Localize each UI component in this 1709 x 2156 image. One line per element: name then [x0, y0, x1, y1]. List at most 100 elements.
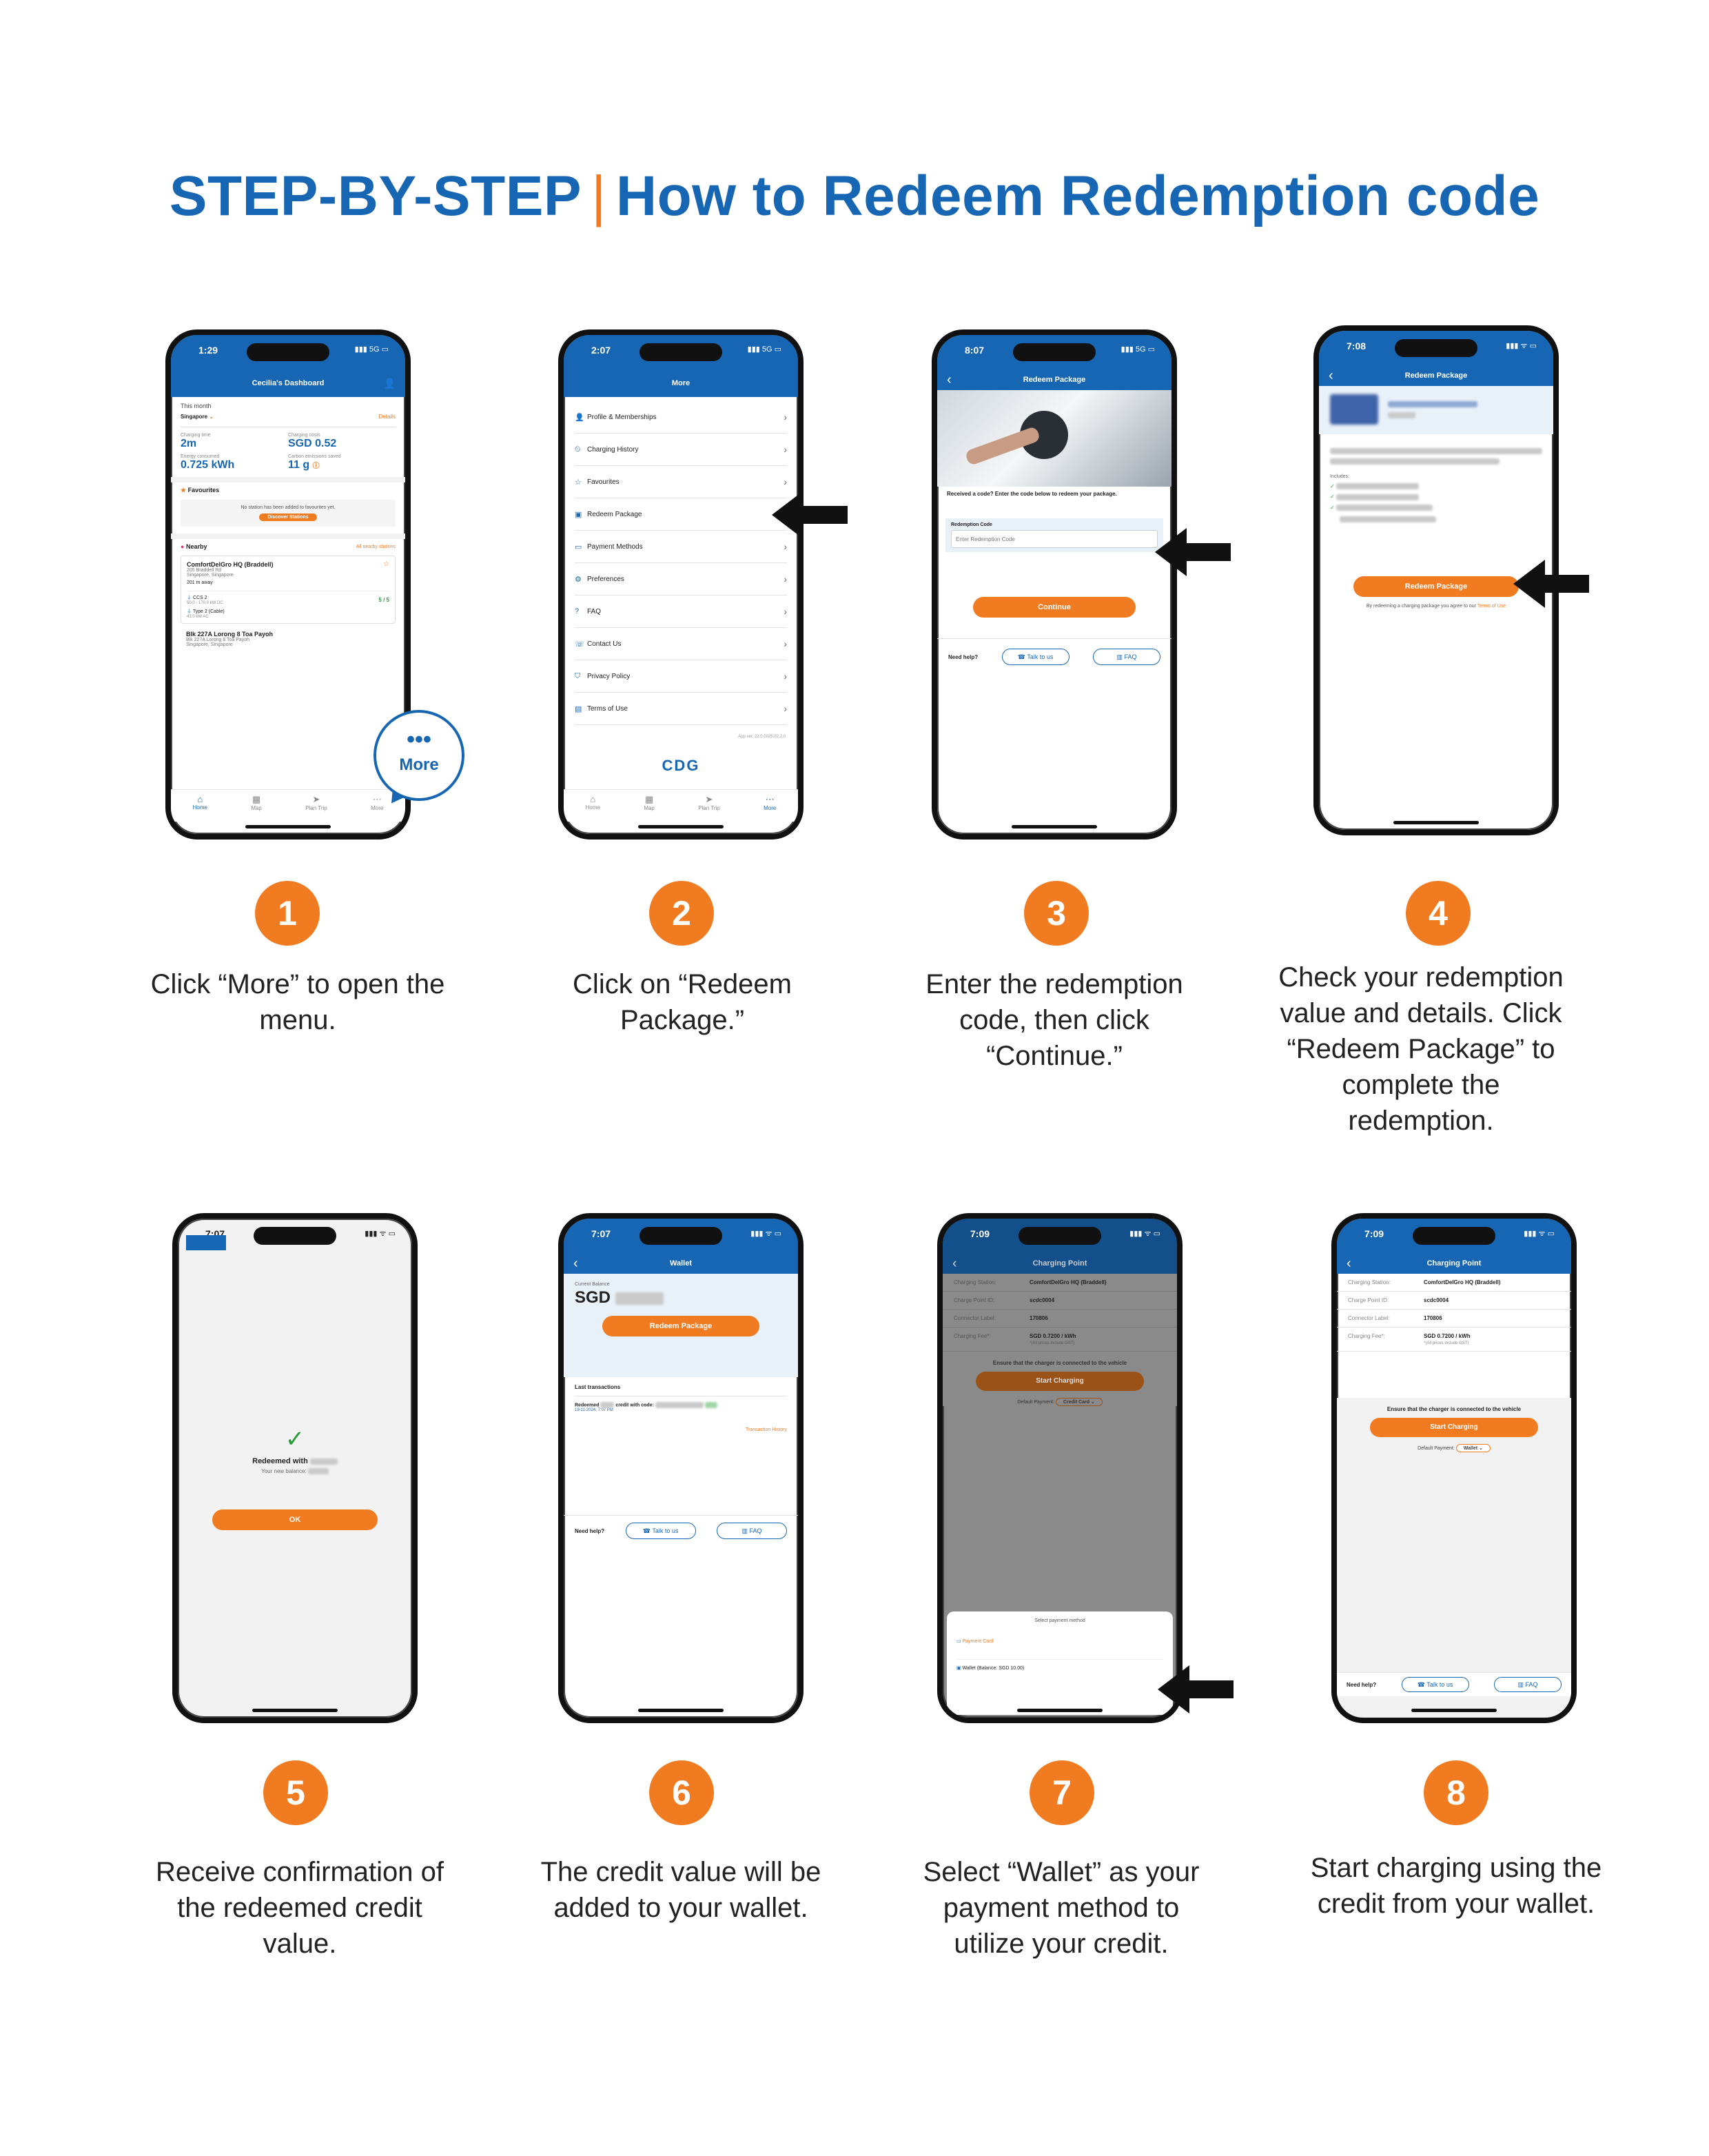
- transaction-history-link[interactable]: Transaction History: [745, 1427, 787, 1432]
- menu-item-favourites[interactable]: ☆Favourites›: [575, 466, 787, 498]
- chevron-right-icon: ›: [784, 671, 787, 682]
- tab-map[interactable]: ▦Map: [251, 794, 262, 811]
- talk-to-us-button[interactable]: ☎ Talk to us: [1001, 649, 1070, 665]
- redemption-code-input[interactable]: [951, 530, 1158, 548]
- arrow-pointer-icon: [1155, 528, 1231, 576]
- payment-card-option[interactable]: ▭ Payment Card: [956, 1639, 994, 1644]
- details-link[interactable]: Details: [378, 414, 396, 420]
- payment-select[interactable]: Wallet ⌄: [1455, 1444, 1491, 1452]
- ok-button[interactable]: OK: [212, 1509, 378, 1530]
- phone-icon: ☏: [575, 640, 584, 649]
- charging-actions: Ensure that the charger is connected to …: [1337, 1398, 1571, 1718]
- menu-item-charging-history[interactable]: ⏲Charging History›: [575, 434, 787, 466]
- start-charging-button[interactable]: Start Charging: [1370, 1418, 1538, 1437]
- back-icon[interactable]: ‹: [952, 1256, 957, 1271]
- redeem-package-button[interactable]: Redeem Package: [1353, 576, 1519, 597]
- more-menu: 👤Profile & Memberships› ⏲Charging Histor…: [564, 397, 798, 834]
- dynamic-island: [639, 1227, 722, 1245]
- discover-stations-button[interactable]: Discover Stations: [259, 513, 317, 521]
- talk-to-us-button[interactable]: ☎ Talk to us: [1401, 1677, 1469, 1692]
- start-charging-button[interactable]: Start Charging: [976, 1372, 1144, 1391]
- tab-more[interactable]: ⋯More: [371, 794, 384, 811]
- menu-item-terms-of-use[interactable]: ▤Terms of Use›: [575, 693, 787, 725]
- faq-button[interactable]: ▥ FAQ: [1494, 1677, 1562, 1692]
- dynamic-island: [639, 343, 722, 361]
- shield-icon: ⛉: [575, 671, 581, 680]
- more-icon: ⋯: [765, 794, 775, 804]
- chevron-right-icon: ›: [784, 573, 787, 584]
- payment-select[interactable]: Credit Card ⌄: [1055, 1398, 1103, 1406]
- terms-link[interactable]: Terms of Use: [1477, 604, 1506, 609]
- tab-map[interactable]: ▦Map: [644, 794, 655, 811]
- app-header: More: [564, 369, 798, 397]
- tab-bar: ⌂Home ▦Map ➤Plan Trip ⋯More: [171, 789, 405, 822]
- carbon-value: 11 g: [288, 459, 310, 471]
- menu-item-profile[interactable]: 👤Profile & Memberships›: [575, 401, 787, 434]
- dynamic-island: [247, 343, 329, 361]
- more-icon: ⋯: [372, 794, 382, 804]
- title-separator: |: [591, 165, 606, 227]
- phone-step-2: 2:07▮▮▮ 5G ▭ More 👤Profile & Memberships…: [558, 329, 804, 840]
- tab-plan-trip[interactable]: ➤Plan Trip: [305, 794, 327, 811]
- energy-value: 0.725 kWh: [181, 459, 235, 471]
- dynamic-island: [254, 1227, 336, 1245]
- menu-item-preferences[interactable]: ⚙Preferences›: [575, 563, 787, 596]
- info-icon[interactable]: ⓘ: [312, 462, 320, 470]
- signal-icon: ▮▮▮ 5G ▭: [354, 345, 389, 354]
- wallet-option[interactable]: ▣ Wallet (Balance: SGD 10.00): [956, 1659, 1163, 1671]
- step-caption: Check your redemption value and details.…: [1278, 962, 1564, 1136]
- check-icon: ✓: [1330, 483, 1335, 489]
- more-callout[interactable]: ••• More: [373, 710, 464, 801]
- back-icon[interactable]: ‹: [1329, 368, 1333, 383]
- tab-home[interactable]: ⌂Home: [192, 794, 207, 811]
- charging-time-value: 2m: [181, 438, 197, 449]
- all-nearby-link[interactable]: All nearby stations: [356, 544, 396, 549]
- favourite-star-icon[interactable]: ☆: [383, 560, 389, 568]
- menu-item-contact-us[interactable]: ☏Contact Us›: [575, 628, 787, 660]
- menu-item-redeem-package[interactable]: ▣Redeem Package›: [575, 498, 787, 531]
- talk-to-us-button[interactable]: ☎ Talk to us: [625, 1523, 696, 1539]
- status-bar: 7:09▮▮▮ ᯤ ▭: [943, 1219, 1177, 1253]
- phone-step-7: 7:09▮▮▮ ᯤ ▭ ‹Charging Point Charging Sta…: [937, 1213, 1183, 1723]
- user-icon: 👤: [575, 413, 584, 422]
- faq-button[interactable]: ▥ FAQ: [717, 1523, 787, 1539]
- menu-item-privacy-policy[interactable]: ⛉Privacy Policy›: [575, 660, 787, 693]
- step-number: 6: [649, 1760, 714, 1825]
- step-caption: The credit value will be added to your w…: [540, 1857, 821, 1923]
- back-icon[interactable]: ‹: [947, 372, 952, 387]
- check-icon: ✓: [1330, 494, 1335, 500]
- signal-icon: ▮▮▮ ᯤ ▭: [750, 1230, 781, 1238]
- app-header: ‹Charging Point: [1337, 1253, 1571, 1274]
- title-main: How to Redeem Redemption code: [615, 165, 1540, 227]
- station-card[interactable]: Blk 227A Lorong 8 Toa Payoh Blk 227A Lor…: [186, 631, 274, 647]
- tab-plan-trip[interactable]: ➤Plan Trip: [698, 794, 720, 811]
- plug-icon: ⏚: [187, 609, 192, 614]
- redeem-prompt: Received a code? Enter the code below to…: [947, 491, 1117, 497]
- profile-icon[interactable]: 👤: [383, 378, 396, 389]
- charging-costs-value: SGD 0.52: [288, 438, 337, 449]
- step-caption: Click on “Redeem Package.”: [573, 969, 792, 1035]
- navigate-icon: ➤: [705, 794, 713, 804]
- star-icon: ☆: [575, 478, 582, 487]
- station-card[interactable]: ComfortDelGro HQ (Braddell)☆ 205 Braddel…: [181, 556, 396, 624]
- home-indicator: [245, 825, 331, 828]
- chat-icon: ☎: [1017, 653, 1025, 660]
- step-number: 2: [649, 881, 714, 946]
- back-icon[interactable]: ‹: [573, 1256, 578, 1271]
- gift-icon: ▣: [575, 510, 582, 519]
- document-icon: ▤: [575, 704, 582, 713]
- tab-more[interactable]: ⋯More: [764, 794, 777, 811]
- tab-home[interactable]: ⌂Home: [585, 794, 600, 811]
- chevron-right-icon: ›: [784, 411, 787, 423]
- app-header: ‹Wallet: [564, 1253, 798, 1274]
- faq-button[interactable]: ▥ FAQ: [1093, 649, 1160, 665]
- menu-item-faq[interactable]: ?FAQ›: [575, 596, 787, 628]
- menu-item-payment-methods[interactable]: ▭Payment Methods›: [575, 531, 787, 563]
- confirmation-panel: ✓ Redeemed with Your new balance:: [178, 1425, 412, 1475]
- continue-button[interactable]: Continue: [973, 597, 1136, 618]
- region-select[interactable]: Singapore ⌄: [181, 414, 214, 420]
- charging-details: Charging Station:ComfortDelGro HQ (Bradd…: [1337, 1274, 1571, 1352]
- redeem-package-button[interactable]: Redeem Package: [602, 1316, 759, 1336]
- back-icon[interactable]: ‹: [1347, 1256, 1351, 1271]
- signal-icon: ▮▮▮ ᯤ ▭: [365, 1230, 396, 1238]
